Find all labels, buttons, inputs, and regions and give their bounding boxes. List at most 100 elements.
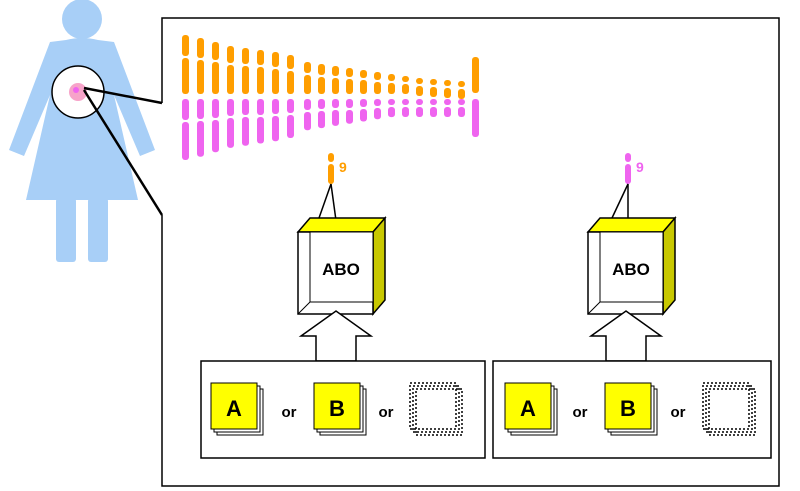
chromosome-icon: [625, 153, 631, 184]
chromosome-arm: [416, 99, 423, 105]
chromosome-arm: [346, 79, 353, 94]
or-label-right-2: or: [671, 404, 686, 421]
or-label-right-1: or: [573, 404, 588, 421]
chromosome-arm: [458, 89, 465, 99]
chromosome-arm: [374, 72, 381, 80]
chromosome-arm: [332, 66, 339, 76]
chromosome-arm: [242, 48, 249, 64]
chromosome-9-label-maternal: 9: [339, 159, 347, 175]
sex-chromosome: [472, 57, 479, 93]
chromosome-arm: [257, 99, 264, 115]
chromosome-arm: [182, 99, 189, 120]
chromosome-arm: [388, 107, 395, 118]
chromosome-9-label-paternal: 9: [636, 159, 644, 175]
chromosome-arm: [360, 80, 367, 94]
chromosome-arm: [212, 99, 219, 118]
chromosome-arm: [430, 87, 437, 97]
chromosome-arm: [227, 65, 234, 94]
chromosome-arm: [444, 80, 451, 86]
chromosome-arm: [430, 107, 437, 117]
chromosome-arm: [318, 64, 325, 75]
woman-figure-icon: [9, 0, 155, 262]
chromosome-arm: [304, 62, 311, 73]
chromosome-arm: [346, 99, 353, 108]
chromosome-arm: [287, 99, 294, 113]
chromosome-arm: [346, 110, 353, 124]
chromosome-arm: [257, 50, 264, 65]
allele-a-right: A: [504, 382, 558, 436]
chromosome-arm: [212, 62, 219, 94]
gene-label-left: ABO: [322, 260, 360, 279]
chromosome-arm: [182, 35, 189, 56]
chromosome-arm: [272, 69, 279, 94]
chromosome-arm: [332, 110, 339, 126]
chromosome-arm: [416, 78, 423, 84]
chromosome-arm: [197, 60, 204, 94]
chromosome-arm: [374, 82, 381, 94]
chromosome-arm: [402, 99, 409, 105]
chromosome-arm: [374, 99, 381, 106]
chromosome-arm: [287, 55, 294, 69]
empty-allele-icon: [702, 382, 756, 436]
chromosome-arm: [212, 42, 219, 60]
chromosome-arm: [444, 107, 451, 117]
chromosome-arm: [318, 111, 325, 129]
chromosome-arm: [227, 99, 234, 116]
up-arrow-icon: [298, 310, 374, 362]
chromosome-arm: [227, 46, 234, 63]
chromosome-arm: [304, 75, 311, 94]
chromosome-arm: [332, 78, 339, 94]
allele-a-label-right: A: [520, 396, 536, 421]
chromosome-arm: [332, 99, 339, 108]
allele-b-left: B: [313, 382, 367, 436]
chromosome-arm: [430, 79, 437, 85]
chromosome-arm: [458, 107, 465, 117]
chromosome-arm: [212, 120, 219, 153]
chromosome-arm: [458, 99, 465, 105]
allele-b-label-left: B: [329, 396, 345, 421]
chromosome-arm: [360, 109, 367, 122]
chromosome-arm: [304, 99, 311, 110]
chromosome-arm: [374, 108, 381, 120]
chromosome-arm: [346, 68, 353, 77]
or-label-left-2: or: [379, 404, 394, 421]
chromosome-icon: [328, 153, 334, 184]
chromosome-arm: [242, 99, 249, 115]
gene-box-icon: ABO: [586, 215, 677, 317]
detail-frame: [161, 17, 780, 487]
chromosome-arm: [402, 76, 409, 82]
chromosome-arm: [444, 88, 451, 98]
chromosome-arm: [182, 122, 189, 160]
callout-line-top: [83, 86, 163, 105]
chromosome-arm: [242, 117, 249, 146]
chromosome-arm: [257, 67, 264, 94]
chromosome-arm: [182, 58, 189, 94]
callout-line-bottom: [82, 89, 164, 216]
chromosome-arm: [416, 86, 423, 96]
maternal-chromosome-set: [182, 35, 479, 99]
chromosome-arm: [318, 77, 325, 94]
chromosome-arm: [257, 117, 264, 144]
chromosome-arm: [430, 99, 437, 105]
chromosome-arm: [272, 116, 279, 142]
paternal-chromosome-set: [182, 99, 479, 160]
chromosome-arm: [388, 83, 395, 94]
chromosome-9-paternal: 9: [625, 153, 644, 184]
allele-b-right: B: [604, 382, 658, 436]
chromosome-arm: [197, 121, 204, 157]
chromosome-9-maternal: 9: [328, 153, 347, 184]
chromosome-arm: [402, 84, 409, 94]
chromosome-arm: [388, 74, 395, 81]
allele-a-label-left: A: [226, 396, 242, 421]
chromosome-arm: [197, 38, 204, 58]
gene-label-right: ABO: [612, 260, 650, 279]
chromosome-arm: [444, 99, 451, 105]
chromosome-arm: [242, 66, 249, 94]
up-arrow-icon: [588, 310, 664, 362]
chromosome-arm: [197, 99, 204, 119]
chromosome-arm: [287, 71, 294, 94]
chromosome-arm: [272, 99, 279, 114]
allele-b-label-right: B: [620, 396, 636, 421]
chromosome-arm: [388, 99, 395, 105]
